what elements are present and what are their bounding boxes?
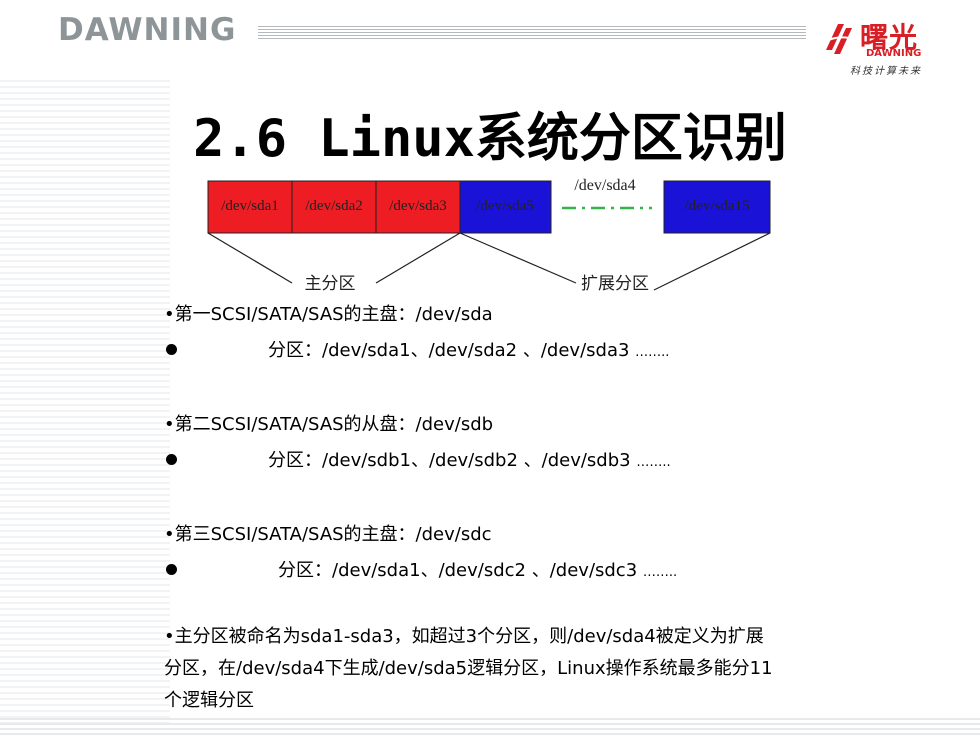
bullet-dot-icon (166, 454, 177, 465)
logo-english-name: DAWNING (866, 48, 922, 59)
section-heading: •第二SCSI/SATA/SAS的从盘：/dev/sdb (164, 414, 494, 435)
detail-label: 分区： (268, 450, 322, 471)
detail-ellipsis: …….. (636, 455, 671, 470)
brand-wordmark: DAWNING (58, 12, 237, 48)
note-line-3: 个逻辑分区 (164, 690, 254, 711)
bullet-dot-icon (166, 344, 177, 355)
extended-bracket-left (459, 232, 577, 284)
detail-text: /dev/sdb1、/dev/sdb2 、/dev/sdb3 (322, 450, 631, 471)
detail-ellipsis: …….. (642, 565, 678, 580)
logo-chinese-name: 曙光 (860, 21, 919, 54)
primary-group-label: 主分区 (305, 274, 356, 293)
slide-title: 2.6 Linux系统分区识别 (193, 109, 787, 169)
section-detail: 分区：/dev/sda1、/dev/sdc2 、/dev/sdc3 …….. (278, 556, 677, 582)
bullet-dot-icon (166, 564, 177, 575)
partition-label-sda2: /dev/sda2 (305, 198, 363, 214)
detail-label: 分区： (268, 340, 322, 361)
section-heading: •第一SCSI/SATA/SAS的主盘：/dev/sda (164, 304, 493, 325)
detail-text: /dev/sda1、/dev/sdc2 、/dev/sdc3 (332, 560, 638, 581)
partition-block-sda5 (459, 180, 552, 234)
header-rule (258, 26, 806, 40)
section-detail: 分区：/dev/sda1、/dev/sda2 、/dev/sda3 …….. (268, 336, 669, 362)
section-detail: 分区：/dev/sdb1、/dev/sdb2 、/dev/sdb3 …….. (268, 446, 671, 472)
footer-stripes (0, 718, 980, 735)
extended-partition-label: /dev/sda4 (574, 177, 635, 194)
primary-bracket-left (207, 232, 293, 284)
partition-block-sda1 (207, 180, 293, 234)
partition-block-sda15 (663, 180, 771, 234)
partition-block-sda3 (375, 180, 461, 234)
section-heading: •第三SCSI/SATA/SAS的主盘：/dev/sdc (164, 524, 492, 545)
primary-bracket-right (375, 232, 461, 284)
logo-swoosh-icon (823, 24, 857, 54)
extended-bracket-right (653, 232, 771, 291)
note-line-2: 分区，在/dev/sda4下生成/dev/sda5逻辑分区，Linux操作系统最… (164, 658, 773, 679)
detail-label: 分区： (278, 560, 332, 581)
partition-label-sda5: /dev/sda5 (476, 198, 534, 214)
partition-label-sda15: /dev/sda15 (685, 198, 750, 214)
partition-label-sda1: /dev/sda1 (221, 198, 279, 214)
extended-group-label: 扩展分区 (581, 274, 649, 293)
partition-label-sda3: /dev/sda3 (389, 198, 447, 214)
company-logo: 曙光 DAWNING 科技计算未来 (822, 16, 932, 80)
logo-tagline: 科技计算未来 (850, 66, 922, 77)
detail-text: /dev/sda1、/dev/sda2 、/dev/sda3 (322, 340, 630, 361)
note-line-1: •主分区被命名为sda1-sda3，如超过3个分区，则/dev/sda4被定义为… (164, 626, 764, 647)
partition-diagram: /dev/sda1 /dev/sda2 /dev/sda3 /dev/sda5 … (207, 177, 771, 293)
partition-block-sda2 (291, 180, 377, 234)
decorative-stripes (0, 80, 170, 730)
detail-ellipsis: …….. (635, 345, 670, 360)
